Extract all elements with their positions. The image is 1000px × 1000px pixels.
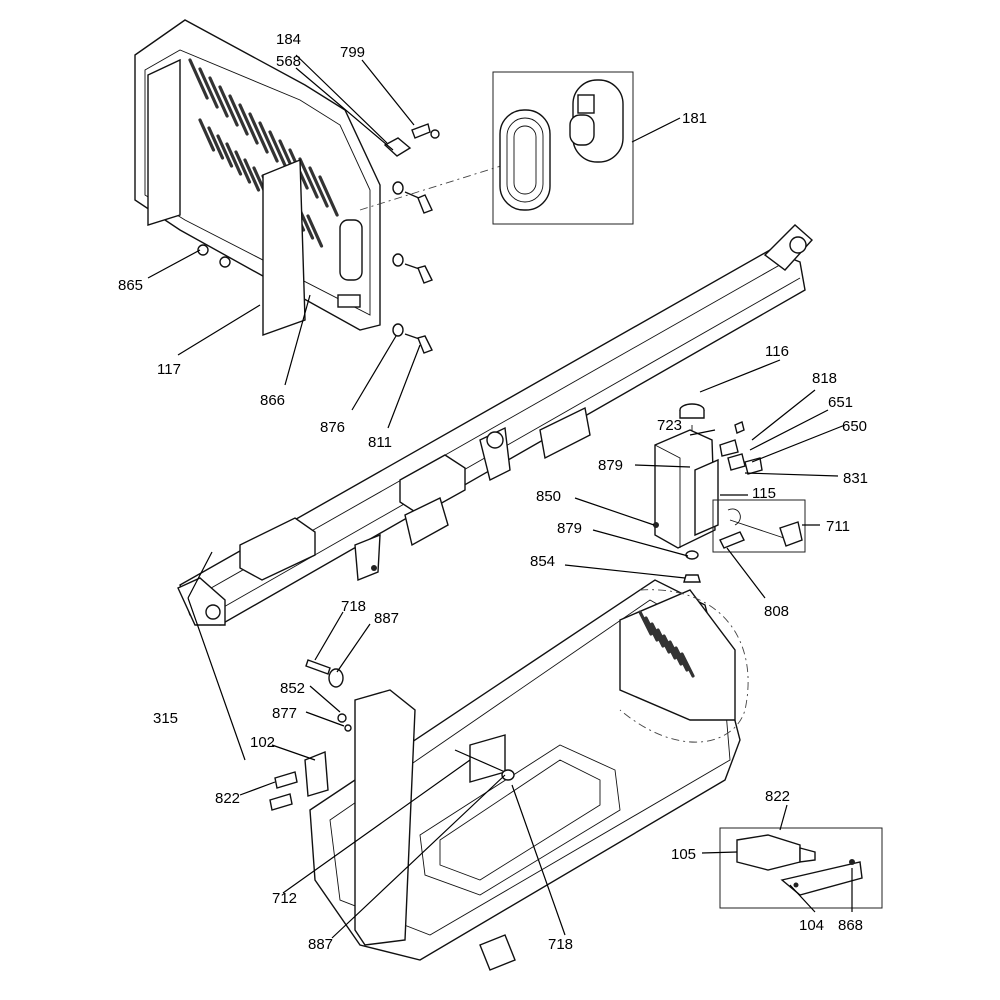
grille-slot (243, 158, 261, 192)
callout-854: 854 (530, 553, 555, 570)
callout-811: 811 (368, 434, 392, 451)
grille-slot (268, 130, 289, 172)
grille-slot (306, 214, 324, 248)
grille-slot (228, 94, 249, 136)
grille-slot (198, 67, 219, 109)
callout-117: 117 (157, 361, 181, 378)
callout-650: 650 (842, 418, 867, 435)
callout-865: 865 (118, 277, 143, 294)
grille-slot (674, 646, 689, 672)
grille-slot (208, 76, 229, 118)
callout-712: 712 (272, 890, 297, 907)
fasteners-lower-left (269, 659, 352, 811)
inset-actuator-105 (719, 827, 883, 909)
boom-beam (177, 224, 813, 626)
grille-slot (188, 58, 209, 100)
callout-818: 818 (812, 370, 837, 387)
grille-slot (207, 126, 225, 160)
callout-822-right: 822 (765, 788, 790, 805)
grille-slot (225, 142, 243, 176)
grille-slot (318, 175, 339, 217)
grille-slot (308, 166, 329, 208)
inset-pin-711 (712, 499, 806, 553)
callout-866: 866 (260, 392, 285, 409)
callout-181: 181 (682, 110, 707, 127)
grille-slot (662, 634, 677, 660)
enclosure-panel-117 (134, 19, 381, 336)
bracket-assembly-115 (653, 403, 763, 583)
callout-labels: 184 568 799 181 865 117 866 876 811 116 … (118, 31, 868, 953)
grille-slots-lower (638, 610, 695, 678)
callout-879-lower: 879 (557, 520, 582, 537)
callout-105: 105 (671, 846, 696, 863)
callout-822-left: 822 (215, 790, 240, 807)
grille-slot (198, 118, 216, 152)
chassis-tub (309, 579, 749, 971)
grille-slot (216, 134, 234, 168)
callout-718-upper: 718 (341, 598, 366, 615)
callout-808: 808 (764, 603, 789, 620)
grille-slot (638, 610, 653, 636)
grille-slot (656, 628, 671, 654)
callout-850: 850 (536, 488, 561, 505)
fasteners-top (197, 123, 440, 354)
grille-slot (218, 85, 239, 127)
grille-slot (238, 103, 259, 145)
grille-slot (258, 121, 279, 163)
callout-651: 651 (828, 394, 853, 411)
callout-852: 852 (280, 680, 305, 697)
callout-184: 184 (276, 31, 301, 48)
callout-568: 568 (276, 53, 301, 70)
callout-887-upper: 887 (374, 610, 399, 627)
callout-104: 104 (799, 917, 824, 934)
callout-718-lower: 718 (548, 936, 573, 953)
callout-876: 876 (320, 419, 345, 436)
callout-831: 831 (843, 470, 868, 487)
grille-slot (644, 616, 659, 642)
callout-868: 868 (838, 917, 863, 934)
callout-877: 877 (272, 705, 297, 722)
grille-slot (298, 157, 319, 199)
grille-slot (650, 622, 665, 648)
callout-115: 115 (752, 485, 776, 502)
callout-879-upper: 879 (598, 457, 623, 474)
grille-slot (248, 112, 269, 154)
callout-723: 723 (657, 417, 682, 434)
grille-slot (680, 652, 695, 678)
callout-315: 315 (153, 710, 178, 727)
callout-102: 102 (250, 734, 275, 751)
inset-reflector-181 (492, 71, 634, 225)
callout-799: 799 (340, 44, 365, 61)
leader-lines (147, 54, 853, 939)
grille-slot (668, 640, 683, 666)
callout-711: 711 (826, 518, 850, 535)
grille-slot (234, 150, 252, 184)
callout-116: 116 (765, 343, 789, 360)
callout-887-lower: 887 (308, 936, 333, 953)
